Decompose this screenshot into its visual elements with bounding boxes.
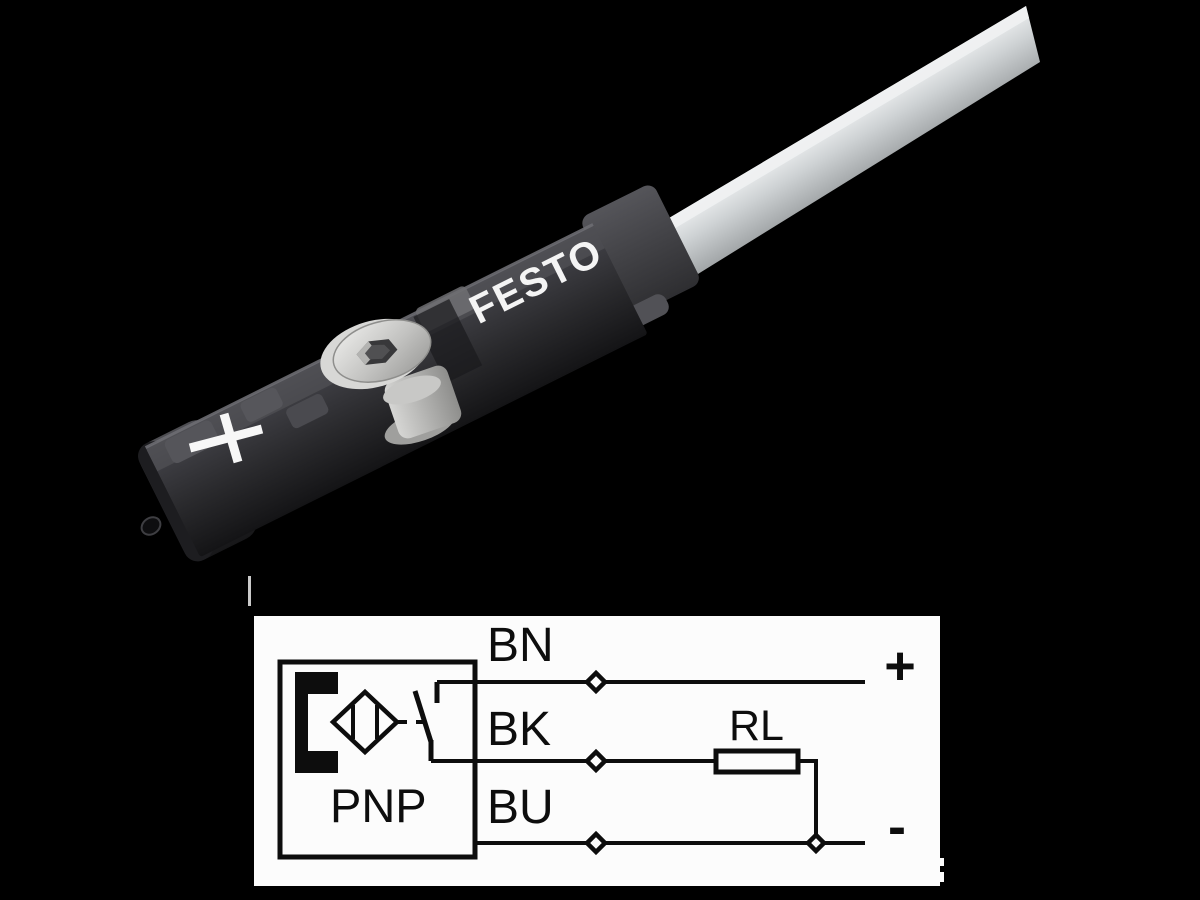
- junction-diamond: [804, 831, 828, 855]
- panel-edge-artifact: [940, 858, 944, 866]
- clamp-recess-shadow: [413, 298, 483, 384]
- wiring-diagram: BN BK BU RL PNP + -: [254, 616, 944, 886]
- label-minus-terminal: -: [888, 797, 906, 857]
- screw-collar: [383, 375, 441, 405]
- mounting-screw: [320, 318, 462, 445]
- label-pnp: PNP: [330, 779, 427, 832]
- wire-bk-drop: [798, 759, 818, 843]
- terminal-diamond-bn: [583, 669, 609, 695]
- housing-patch-front: [164, 420, 219, 464]
- terminal-diamond-bu: [583, 830, 609, 856]
- label-bk: BK: [487, 703, 551, 756]
- magnet-bracket-icon: [295, 672, 338, 773]
- schematic-labels: BN BK BU RL PNP + -: [330, 619, 916, 857]
- cross-marking-icon: [188, 412, 264, 464]
- sensor-photo: FESTO: [138, 6, 1040, 606]
- cable-highlight: [632, 6, 1029, 252]
- cable: [632, 6, 1040, 300]
- load-resistor: [713, 748, 801, 775]
- label-rl: RL: [729, 702, 784, 750]
- label-bn: BN: [487, 619, 554, 672]
- terminal-diamond-bk: [583, 748, 609, 774]
- switch-contact-icon: [412, 682, 440, 761]
- panel-edge-artifact: [940, 872, 944, 882]
- housing-patch-1: [240, 387, 283, 422]
- hex-socket-icon: [356, 339, 398, 365]
- front-face-hole: [140, 516, 162, 536]
- schematic-lines: [277, 659, 865, 860]
- housing-patch-2: [286, 394, 329, 429]
- sensing-element-inner-lines: [351, 705, 379, 739]
- label-bu: BU: [487, 781, 554, 834]
- label-plus-terminal: +: [884, 636, 916, 696]
- tick-artifact: [248, 576, 251, 606]
